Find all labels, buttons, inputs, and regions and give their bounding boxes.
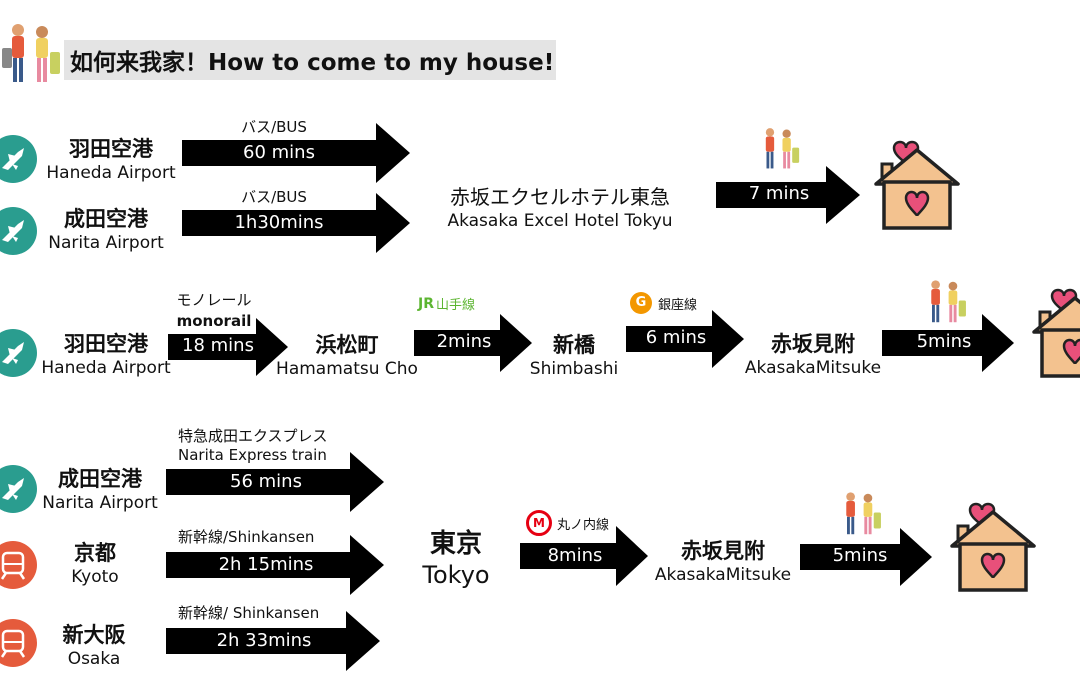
ginza-logo-icon: G [630, 292, 652, 314]
train-icon [0, 618, 38, 672]
ginza-letter: G [635, 295, 647, 310]
travelers-icon [832, 488, 888, 540]
arrow-monorail: 18 mins [168, 318, 288, 376]
arrow-shinkansen-kyoto: 2h 15mins [166, 535, 384, 595]
station-jp: 羽田空港 [64, 332, 148, 356]
arrow-time: 60 mins [243, 142, 315, 163]
airplane-icon [0, 328, 38, 382]
station-jp: 新大阪 [62, 623, 126, 647]
marunouchi-logo-icon: M [526, 510, 552, 536]
station-hotel: 赤坂エクセルホテル東急 Akasaka Excel Hotel Tokyu [420, 184, 700, 232]
marunouchi-letter: M [533, 516, 545, 530]
arrow-ginza: 6 mins [626, 310, 744, 368]
route-label: 新幹線/ Shinkansen [178, 604, 320, 622]
house-icon [872, 128, 962, 236]
arrow-time: 2h 15mins [218, 554, 314, 575]
station-osaka: 新大阪 Osaka [44, 622, 144, 670]
station-hamamatsucho: 浜松町 Hamamatsu Cho [270, 332, 424, 380]
station-narita: 成田空港 Narita Airport [42, 206, 170, 254]
arrow-time: 6 mins [645, 327, 707, 348]
line-name: 丸ノ内線 [557, 517, 610, 533]
arrow-time: 8mins [547, 545, 603, 566]
route-label: monorail [176, 312, 252, 330]
station-jp: 赤坂見附 [771, 332, 855, 356]
station-en: Narita Airport [48, 233, 164, 253]
arrow-marunouchi: 8mins [520, 526, 648, 586]
station-jp: 成田空港 [64, 207, 148, 231]
arrow-time: 1h30mins [234, 212, 324, 233]
station-haneda: 羽田空港 Haneda Airport [42, 136, 180, 184]
route-label: Narita Express train [178, 446, 327, 464]
airplane-icon [0, 134, 38, 188]
route-label: 新幹線/Shinkansen [178, 528, 315, 546]
line-name: 銀座線 [658, 297, 698, 313]
station-en: Kyoto [71, 567, 119, 587]
marunouchi-line-badge: M 丸ノ内線 [526, 510, 609, 536]
airplane-icon [0, 464, 38, 518]
station-jp: 浜松町 [315, 333, 379, 357]
station-akasakamitsuke: 赤坂見附 AkasakaMitsuke [738, 331, 888, 379]
station-en: Shimbashi [529, 359, 619, 379]
route-label: モノレール [176, 291, 252, 309]
ginza-line-badge: G 銀座線 [630, 292, 697, 314]
arrow-time: 2h 33mins [216, 630, 312, 651]
line-name: 山手線 [436, 298, 476, 313]
travelers-icon [750, 124, 808, 174]
arrow-time: 5mins [832, 545, 888, 566]
house-icon [1030, 276, 1080, 380]
arrow-walk: 7 mins [716, 166, 860, 224]
jr-yamanote-badge: JR 山手線 [418, 294, 476, 314]
station-en: Hamamatsu Cho [276, 359, 418, 379]
route-label: バス/BUS [241, 118, 307, 136]
arrow-jr: 2mins [414, 314, 532, 372]
house-icon [948, 490, 1038, 598]
station-en: Osaka [67, 649, 121, 669]
station-jp: 新橋 [553, 333, 595, 357]
station-en: Tokyo [422, 561, 490, 589]
arrow-time: 18 mins [182, 335, 254, 356]
station-jp: 羽田空港 [69, 137, 153, 161]
station-jp: 赤坂見附 [681, 539, 765, 563]
arrow-shinkansen-osaka: 2h 33mins [166, 611, 380, 671]
arrow-narita-express: 56 mins [166, 452, 384, 512]
station-en: AkasakaMitsuke [744, 358, 882, 378]
arrow-time: 7 mins [748, 183, 810, 204]
station-en: Haneda Airport [41, 358, 171, 378]
airplane-icon [0, 206, 38, 260]
station-shimbashi: 新橋 Shimbashi [522, 332, 626, 380]
arrow-time: 5mins [916, 331, 972, 352]
station-jp: 成田空港 [58, 467, 142, 491]
title-bar: 如何来我家！How to come to my house! [64, 40, 556, 80]
route-label: 特急成田エクスプレス [178, 427, 328, 445]
station-en: Akasaka Excel Hotel Tokyu [447, 211, 673, 231]
station-jp: 東京 [429, 529, 482, 559]
jr-logo-icon: JR [418, 295, 434, 312]
travelers-icon [916, 276, 974, 328]
arrow-time: 56 mins [230, 471, 302, 492]
station-jp: 赤坂エクセルホテル東急 [450, 185, 670, 209]
train-icon [0, 540, 38, 594]
arrow-bus-narita: 1h30mins [182, 193, 410, 253]
travelers-icon [0, 18, 62, 90]
station-en: Narita Airport [42, 493, 158, 513]
station-haneda: 羽田空港 Haneda Airport [38, 331, 174, 379]
station-narita: 成田空港 Narita Airport [38, 466, 162, 514]
station-jp: 京都 [74, 541, 116, 565]
station-kyoto: 京都 Kyoto [46, 540, 144, 588]
page-title: 如何来我家！How to come to my house! [70, 50, 555, 76]
station-en: AkasakaMitsuke [654, 565, 792, 585]
station-akasakamitsuke: 赤坂見附 AkasakaMitsuke [648, 538, 798, 586]
arrow-bus-haneda: 60 mins [182, 123, 410, 183]
arrow-time: 2mins [436, 331, 492, 352]
station-tokyo: 東京 Tokyo [406, 528, 506, 590]
arrow-walk: 5mins [882, 314, 1014, 372]
station-en: Haneda Airport [46, 163, 176, 183]
arrow-walk: 5mins [800, 528, 932, 586]
route-label: バス/BUS [241, 188, 307, 206]
